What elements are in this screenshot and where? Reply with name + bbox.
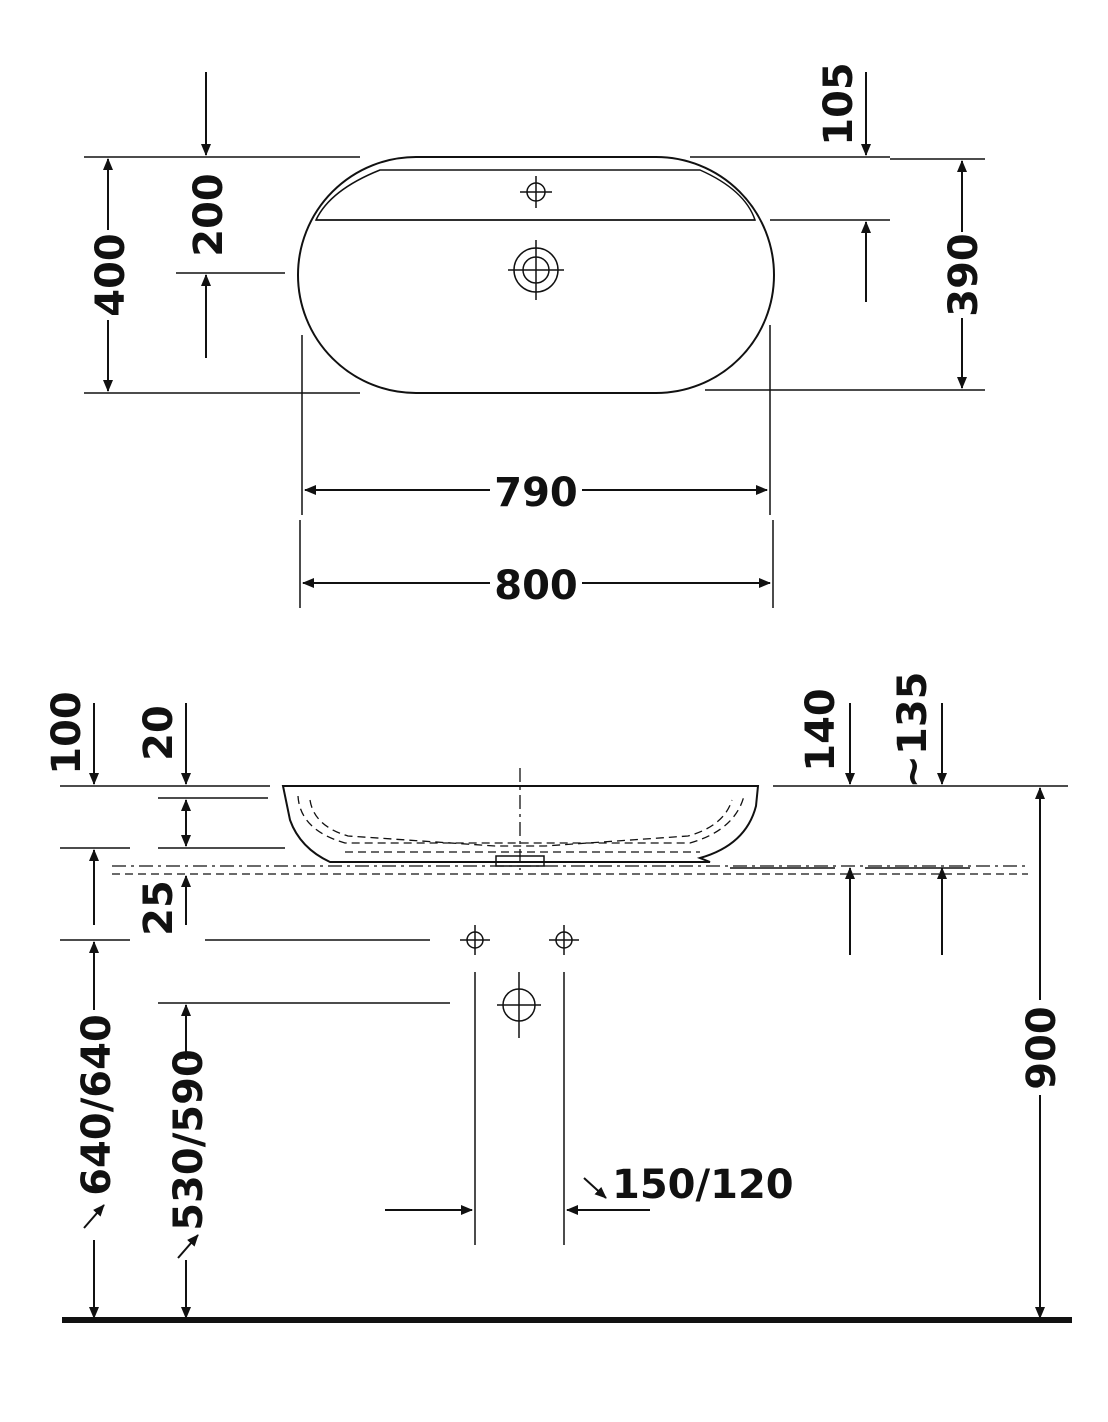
- dim-900: 900: [1019, 1006, 1065, 1090]
- waste-outlet-symbol: [497, 972, 541, 1038]
- dim-150-120: 150/120: [612, 1162, 794, 1208]
- dim-400: 400: [88, 233, 134, 317]
- basin-inner-dashed: [297, 795, 745, 844]
- dim-20: 20: [136, 705, 182, 761]
- dim-200: 200: [186, 173, 232, 257]
- dim-790: 790: [494, 470, 578, 516]
- drain-symbol: [508, 240, 564, 300]
- basin-inner-dashed-2: [309, 799, 733, 847]
- basin-shelf-line: [314, 169, 757, 221]
- dim-800: 800: [494, 563, 578, 609]
- tap-hole-symbol: [520, 176, 552, 208]
- dim-640-640: 640/640: [74, 1014, 120, 1196]
- dim-105: 105: [816, 62, 862, 146]
- dim-530-590: 530/590: [166, 1049, 212, 1231]
- dim-140: 140: [798, 688, 844, 772]
- top-view: 400 200 105 390 790 800: [84, 62, 987, 609]
- hot-water-connection-symbol: [460, 925, 490, 955]
- dim-390: 390: [941, 233, 987, 317]
- basin-outline-side: [281, 785, 760, 863]
- dim-25: 25: [136, 880, 182, 936]
- side-view: 100 20 25 140 ~135 640/640 530/590 150/1…: [44, 671, 1072, 1323]
- basin-outline-top: [297, 156, 775, 394]
- dim-135: ~135: [890, 671, 936, 788]
- dim-100: 100: [44, 691, 90, 775]
- cold-water-connection-symbol: [549, 925, 579, 955]
